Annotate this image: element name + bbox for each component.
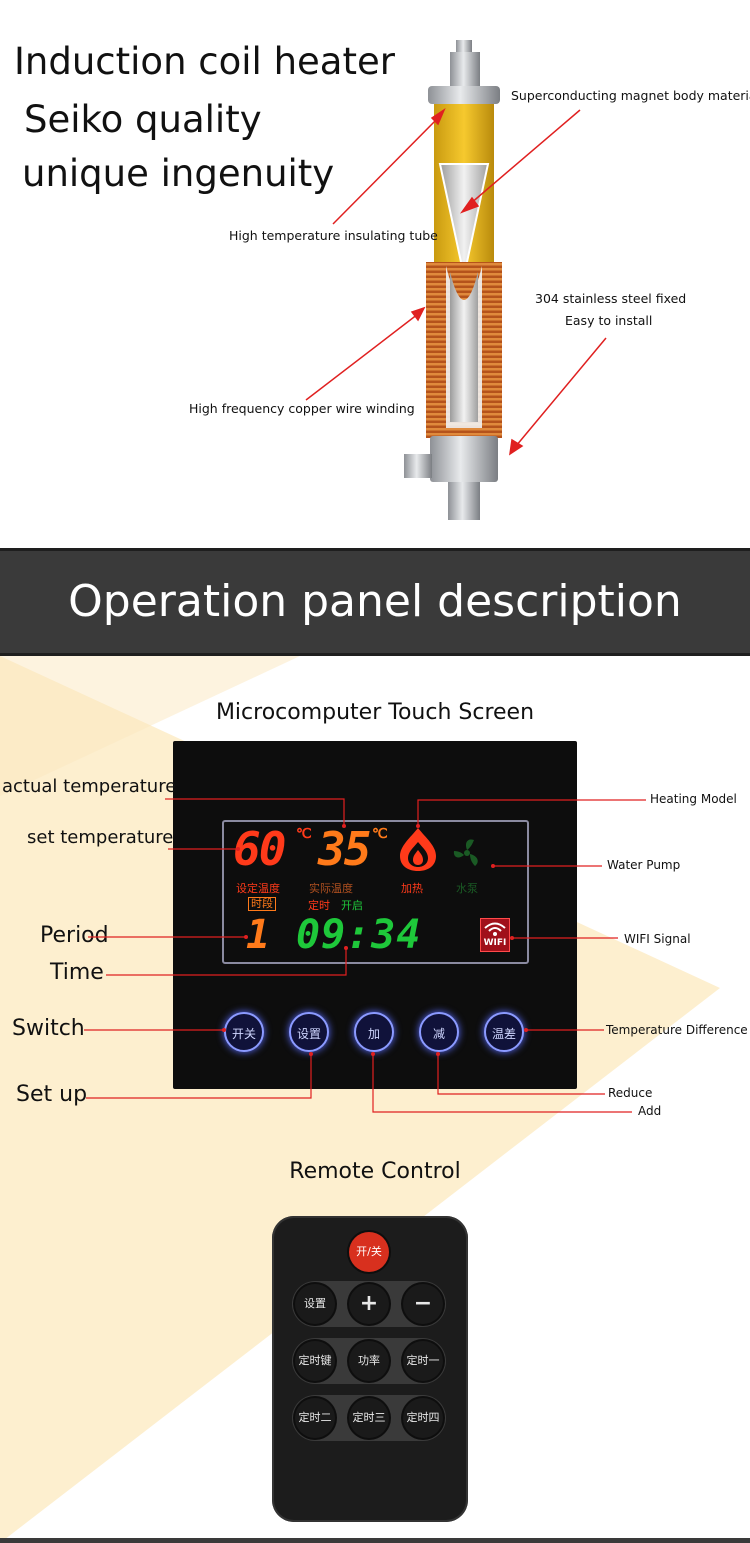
- wifi-text: WIFI: [483, 938, 507, 948]
- on-cn: 开启: [341, 899, 363, 912]
- period-value: 1: [246, 912, 271, 958]
- reduce-button[interactable]: 减: [419, 1012, 459, 1052]
- add-button[interactable]: 加: [354, 1012, 394, 1052]
- hero-title-line1: Induction coil heater: [14, 40, 395, 83]
- remote-minus-button[interactable]: −: [403, 1284, 443, 1324]
- set-temp-value: 60: [233, 822, 286, 876]
- remote-plus-button[interactable]: +: [349, 1284, 389, 1324]
- actual-temp-unit: ℃: [372, 826, 388, 842]
- label-time: Time: [50, 960, 104, 985]
- setup-button[interactable]: 设置: [289, 1012, 329, 1052]
- label-heating-model: Heating Model: [650, 792, 737, 806]
- set-temp-unit: ℃: [296, 826, 312, 842]
- induction-heater-illustration: [404, 40, 502, 520]
- remote-timer3-button[interactable]: 定时三: [349, 1398, 389, 1438]
- label-easy-install: Easy to install: [565, 313, 653, 328]
- label-period: Period: [40, 923, 109, 948]
- time-value: 09:34: [296, 912, 422, 958]
- pump-fan-icon: [453, 839, 478, 866]
- temp-difference-button[interactable]: 温差: [484, 1012, 524, 1052]
- remote-timer-key-button[interactable]: 定时键: [295, 1341, 335, 1381]
- heating-cn: 加热: [401, 882, 423, 895]
- label-magnet-material: Superconducting magnet body material: [511, 88, 750, 103]
- label-set-temperature: set temperature: [27, 827, 174, 848]
- remote-power-button[interactable]: 开/关: [349, 1232, 389, 1272]
- label-copper-winding: High frequency copper wire winding: [189, 401, 415, 416]
- period-cn: 时段: [248, 897, 276, 911]
- label-temperature-difference: Temperature Difference: [606, 1023, 748, 1037]
- power-button[interactable]: 开关: [224, 1012, 264, 1052]
- pump-cn: 水泵: [456, 882, 478, 895]
- hero-title-line2: Seiko quality: [24, 98, 262, 141]
- label-add: Add: [638, 1104, 662, 1118]
- actual-temp-cn: 实际温度: [309, 882, 353, 895]
- label-switch: Switch: [12, 1016, 85, 1041]
- label-wifi-signal: WIFI Signal: [624, 932, 691, 946]
- label-steel-fixed: 304 stainless steel fixed: [535, 291, 687, 306]
- remote-control: 开/关 设置 + − 定时键 功率 定时一 定时二 定时三 定时四: [272, 1216, 468, 1522]
- label-actual-temperature: actual temperature: [2, 776, 177, 797]
- hero-title-line3: unique ingenuity: [22, 152, 335, 195]
- remote-timer1-button[interactable]: 定时一: [403, 1341, 443, 1381]
- remote-timer2-button[interactable]: 定时二: [295, 1398, 335, 1438]
- wifi-icon: WIFI: [480, 918, 510, 952]
- label-set-up: Set up: [16, 1082, 88, 1107]
- label-insulating-tube: High temperature insulating tube: [229, 228, 438, 243]
- remote-power-level-button[interactable]: 功率: [349, 1341, 389, 1381]
- remote-timer4-button[interactable]: 定时四: [403, 1398, 443, 1438]
- heating-flame-icon: [400, 828, 436, 871]
- banner-title: Operation panel description: [68, 576, 682, 627]
- label-reduce: Reduce: [608, 1086, 653, 1100]
- timer-cn: 定时: [308, 899, 330, 912]
- actual-temp-value: 35: [318, 822, 371, 876]
- label-water-pump: Water Pump: [607, 858, 681, 872]
- set-temp-cn: 设定温度: [236, 882, 280, 895]
- bottom-bar: [0, 1538, 750, 1543]
- section-banner: Operation panel description: [0, 548, 750, 656]
- lcd-display: [222, 820, 529, 964]
- touch-screen-title: Microcomputer Touch Screen: [215, 700, 535, 725]
- remote-setup-button[interactable]: 设置: [295, 1284, 335, 1324]
- remote-control-title: Remote Control: [289, 1159, 461, 1184]
